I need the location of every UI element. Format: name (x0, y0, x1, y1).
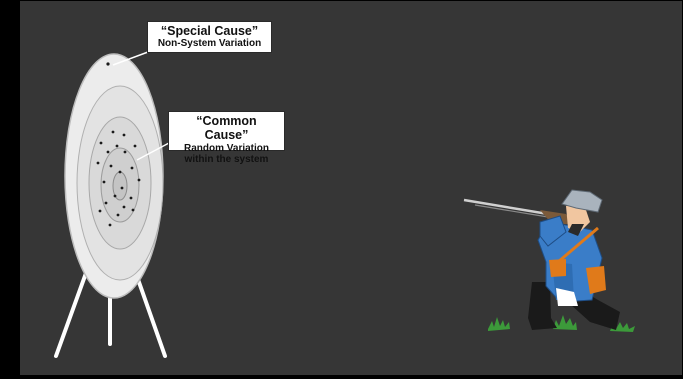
bullet-hole (107, 151, 110, 154)
common-cause-line2: within the system (173, 154, 280, 166)
bullet-hole (110, 165, 113, 168)
bullet-hole (114, 195, 117, 198)
bullet-hole (117, 214, 120, 217)
common-cause-line1: Random Variation (173, 143, 280, 155)
bullet-hole (123, 206, 126, 209)
bullet-hole (119, 171, 122, 174)
bullet-hole (132, 209, 135, 212)
bullet-hole (138, 179, 141, 182)
special-cause-title: “Special Cause” (152, 24, 267, 38)
bullet-hole (124, 151, 127, 154)
target (65, 54, 163, 298)
common-cause-callout: “Common Cause” Random Variation within t… (168, 111, 285, 151)
bullet-hole (134, 145, 137, 148)
bullet-hole (121, 187, 124, 190)
common-cause-title: “Common Cause” (173, 114, 280, 143)
bullet-hole (97, 162, 100, 165)
bullet-hole (123, 134, 126, 137)
bullet-hole (116, 145, 119, 148)
bullet-hole (100, 142, 103, 145)
bullet-hole (99, 210, 102, 213)
special-cause-hole (106, 62, 109, 65)
special-cause-subtitle: Non-System Variation (152, 38, 267, 50)
bullet-hole (131, 167, 134, 170)
bullet-hole (109, 224, 112, 227)
bullet-hole (103, 181, 106, 184)
bullet-hole (105, 202, 108, 205)
bullet-hole (130, 197, 133, 200)
satchel (549, 259, 566, 277)
special-cause-callout: “Special Cause” Non-System Variation (147, 21, 272, 53)
bullet-hole (112, 131, 115, 134)
